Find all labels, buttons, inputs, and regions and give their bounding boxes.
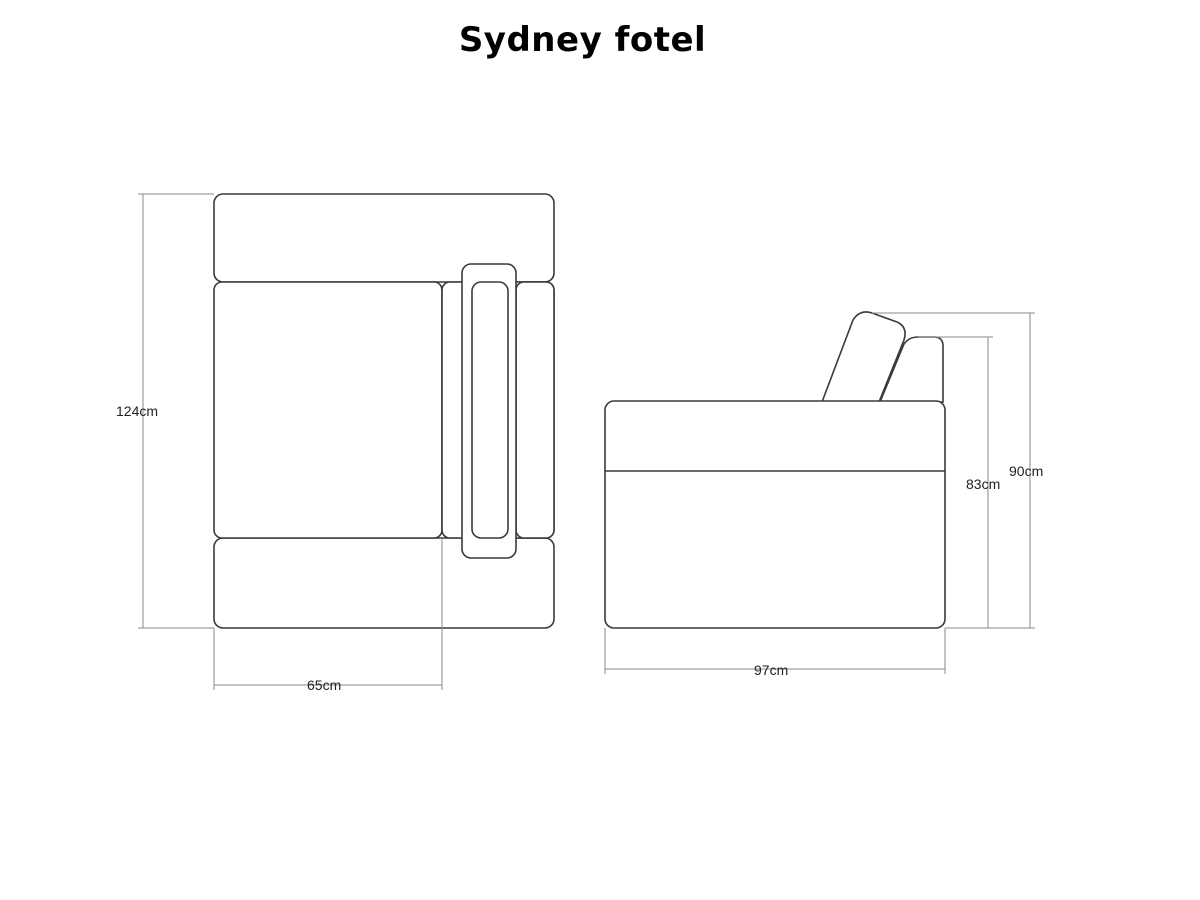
dimension-total-depth-label: 124cm <box>116 403 158 419</box>
top-view-armrest-inner <box>471 281 509 539</box>
top-view-seat-cushion <box>213 281 443 539</box>
dimension-side-length: 97cm <box>604 628 946 678</box>
dimension-side-length-label: 97cm <box>754 662 788 678</box>
dimension-back-height-inner: 83cm <box>918 336 1000 629</box>
side-view-back-cushion-tilted <box>820 311 906 403</box>
dimension-back-height-outer: 90cm <box>872 312 1043 629</box>
top-view <box>213 193 555 629</box>
page-title: Sydney fotel <box>458 20 707 60</box>
side-view-body <box>604 400 946 629</box>
side-view <box>604 311 946 629</box>
dimension-total-depth: 124cm <box>116 193 214 629</box>
dimension-seat-width-label: 65cm <box>307 677 341 693</box>
dimension-back-height-inner-label: 83cm <box>966 476 1000 492</box>
dimension-seat-width: 65cm <box>213 538 443 693</box>
top-view-armrest-side <box>515 281 555 539</box>
dimension-back-height-outer-label: 90cm <box>1009 463 1043 479</box>
